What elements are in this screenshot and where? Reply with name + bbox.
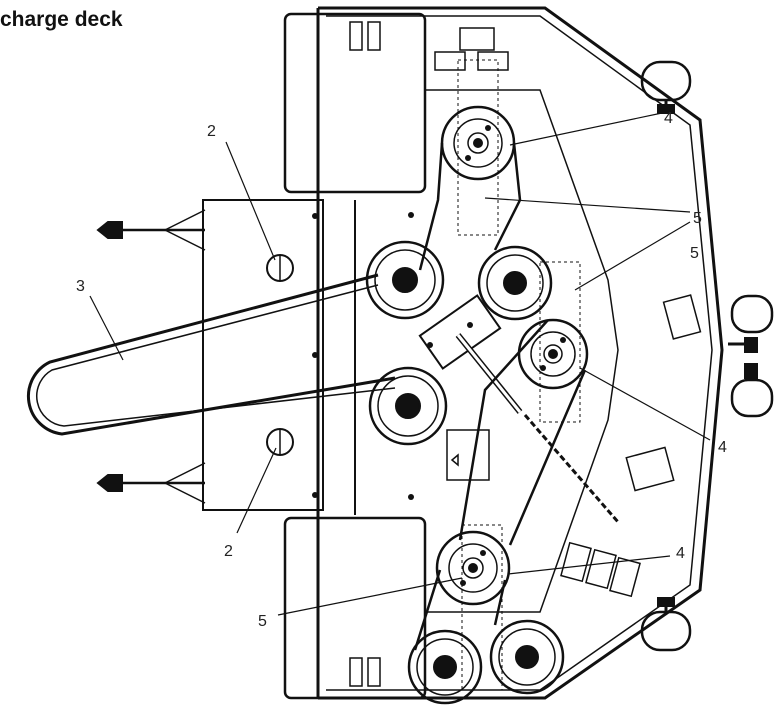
tension-chain xyxy=(523,414,620,523)
caster-wheel-top xyxy=(640,60,692,114)
drive-belt xyxy=(26,273,396,436)
callout-4-top: 4 xyxy=(664,110,673,127)
caster-wheel-right-upper xyxy=(728,294,774,353)
callout-4-bottom: 4 xyxy=(676,545,685,562)
mounting-pin-bottom xyxy=(96,474,123,492)
page-title: charge deck xyxy=(0,8,123,31)
bolts xyxy=(312,125,566,586)
mounting-pin-top xyxy=(96,221,123,239)
idler-pulley-lower xyxy=(368,366,448,446)
callout-5-mid: 5 xyxy=(690,245,699,262)
callout-5-left: 5 xyxy=(258,613,267,630)
spindle-pulley-top xyxy=(440,105,516,181)
idler-pulley-bottom-right xyxy=(489,619,565,695)
callout-5-top: 5 xyxy=(693,210,702,227)
idler-pulley-upper xyxy=(365,240,445,320)
bottom-decal-1 xyxy=(560,541,592,583)
top-deck-housing xyxy=(283,12,427,194)
bottom-deck-housing xyxy=(283,516,427,700)
idler-pulley-bottom-left xyxy=(407,629,483,705)
warning-decal-mid xyxy=(446,429,490,481)
callout-2-bottom: 2 xyxy=(224,543,233,560)
caster-wheel-bottom xyxy=(640,597,692,652)
deck-belt xyxy=(413,142,587,651)
warning-decal-top xyxy=(459,27,495,51)
bottom-decal-2 xyxy=(585,548,617,590)
callout-3: 3 xyxy=(76,278,85,295)
spindle-pulley-mid xyxy=(517,318,589,390)
spindle-pulley-bottom xyxy=(435,530,511,606)
callout-4-mid: 4 xyxy=(718,439,727,456)
callout-2-top: 2 xyxy=(207,123,216,140)
access-hole-bottom xyxy=(266,428,294,456)
leader-lines xyxy=(89,112,711,616)
caster-wheel-right-lower xyxy=(730,363,774,418)
deck-outline xyxy=(318,6,724,700)
side-frame-rail xyxy=(202,199,324,511)
right-decal-2 xyxy=(625,446,675,492)
idler-pulley-right xyxy=(477,245,553,321)
right-decal-1 xyxy=(662,294,702,340)
access-hole-top xyxy=(266,254,294,282)
belt-cover-inner xyxy=(425,89,619,613)
